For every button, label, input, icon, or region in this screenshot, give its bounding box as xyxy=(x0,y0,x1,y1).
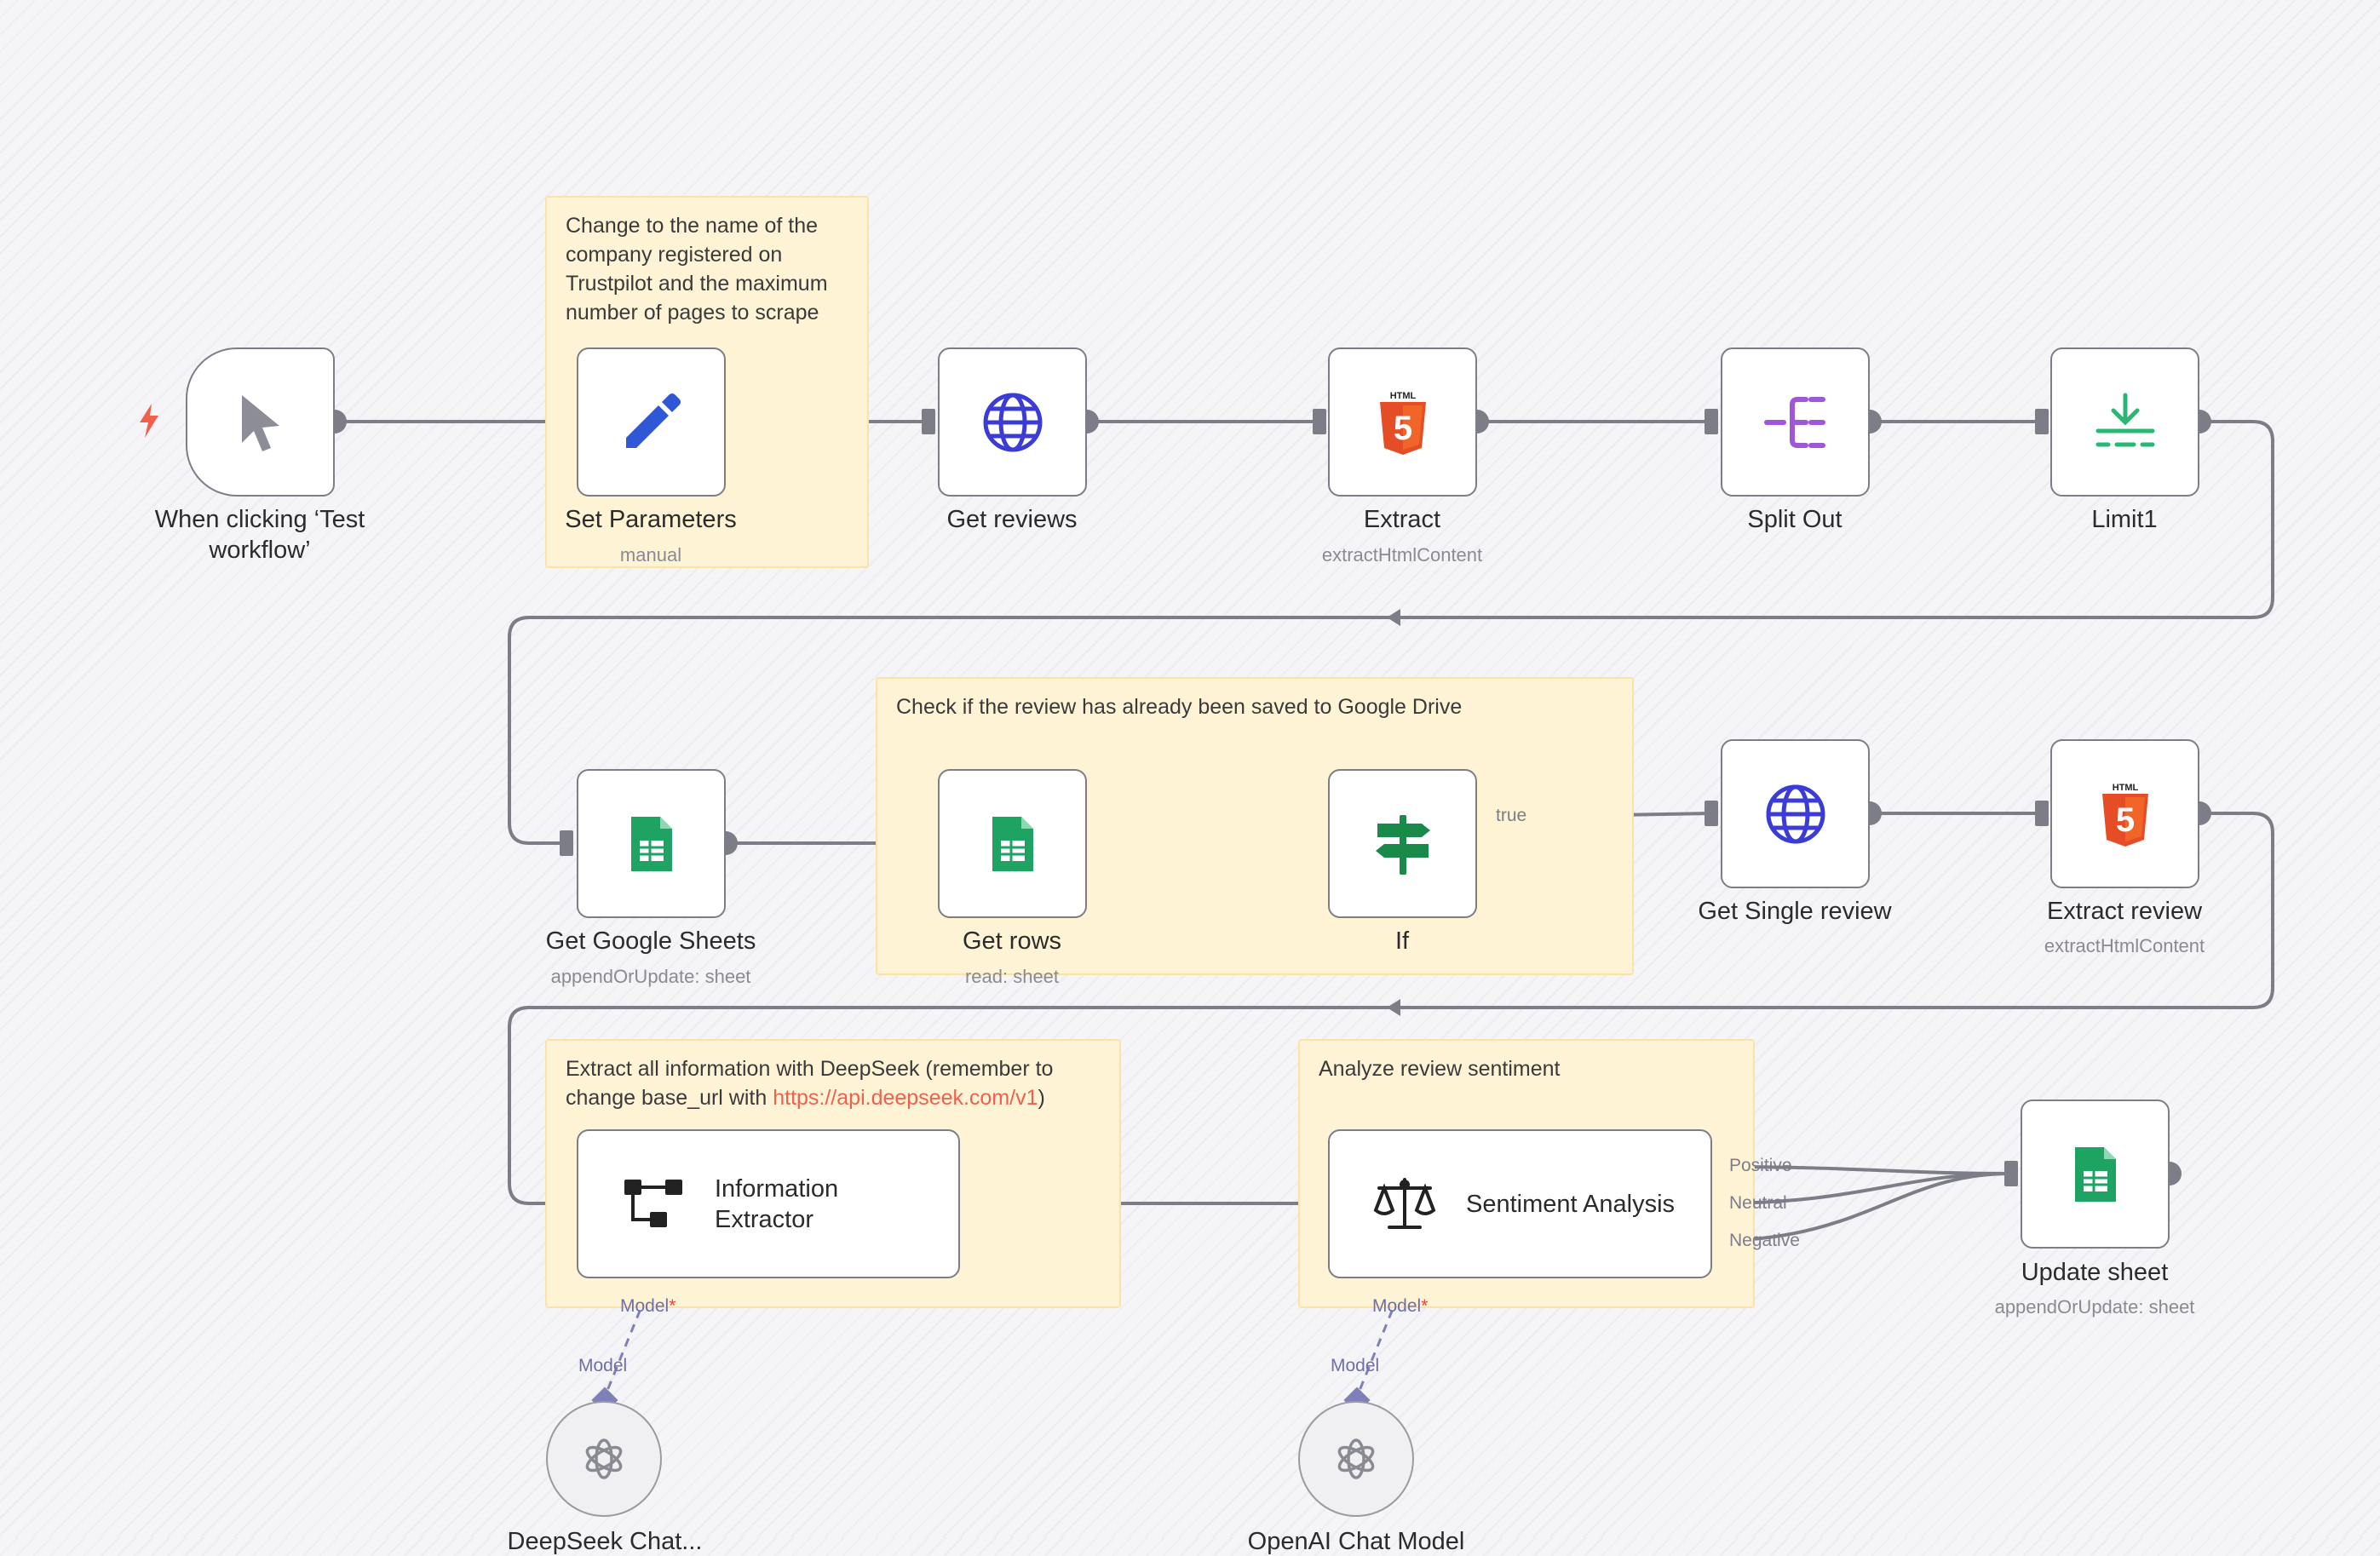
node-update-sheet-sublabel: appendOrUpdate: sheet xyxy=(1994,1296,2195,1318)
required-asterisk: * xyxy=(1421,1296,1429,1316)
hierarchy-icon xyxy=(621,1176,686,1232)
globe-icon xyxy=(980,390,1045,455)
node-get-google-sheets-sublabel: appendOrUpdate: sheet xyxy=(550,966,751,987)
node-deepseek-chat-model[interactable] xyxy=(546,1401,662,1517)
model-input-text: Model xyxy=(620,1296,670,1316)
wrap-arrow-1 xyxy=(1387,609,1400,626)
split-icon xyxy=(1763,393,1828,452)
node-get-single-review-label: Get Single review xyxy=(1698,898,1892,925)
svg-text:HTML: HTML xyxy=(2112,783,2138,793)
node-openai-chat-model-label: OpenAI Chat Model xyxy=(1247,1528,1465,1555)
input-port xyxy=(2035,801,2049,826)
node-if-label: If xyxy=(1394,927,1410,955)
node-update-sheet[interactable] xyxy=(2021,1100,2170,1249)
sticky-note-text: Check if the review has already been sav… xyxy=(896,695,1463,719)
node-split-out-label: Split Out xyxy=(1747,506,1842,533)
node-extract-review-sublabel: extractHtmlContent xyxy=(2044,935,2205,956)
model-output-label-openai: Model xyxy=(1331,1356,1380,1375)
node-get-rows-label: Get rows xyxy=(962,927,1062,955)
node-extract-sublabel: extractHtmlContent xyxy=(1321,544,1483,566)
signpost-icon xyxy=(1372,812,1434,876)
svg-text:5: 5 xyxy=(2115,801,2134,839)
input-port xyxy=(560,830,573,856)
model-output-label-deepseek: Model xyxy=(578,1356,628,1375)
node-sentiment-analysis-label: Sentiment Analysis xyxy=(1466,1190,1676,1218)
node-split-out[interactable] xyxy=(1721,347,1870,497)
input-port xyxy=(1705,409,1718,434)
limit-icon xyxy=(2093,392,2158,453)
sticky-note-text: Extract all information with DeepSeek (r… xyxy=(566,1054,1101,1112)
scale-icon xyxy=(1372,1176,1437,1232)
node-sentiment-analysis[interactable]: Sentiment Analysis xyxy=(1328,1129,1712,1278)
pencil-icon xyxy=(619,390,684,455)
node-set-parameters[interactable] xyxy=(577,347,726,497)
model-input-label-sentiment: Model* xyxy=(1372,1296,1428,1317)
required-asterisk: * xyxy=(669,1296,676,1316)
node-information-extractor[interactable]: Information Extractor xyxy=(577,1129,960,1278)
node-extract-review[interactable]: HTML 5 xyxy=(2050,739,2199,888)
openai-icon xyxy=(1331,1433,1382,1484)
model-input-text: Model xyxy=(1372,1296,1422,1316)
google-sheets-icon xyxy=(2072,1144,2119,1205)
input-port xyxy=(1313,409,1326,434)
node-extract-review-label: Extract review xyxy=(2046,898,2203,925)
node-get-single-review[interactable] xyxy=(1721,739,1870,888)
node-limit1-label: Limit1 xyxy=(2091,506,2158,533)
model-input-label-extractor: Model* xyxy=(620,1296,675,1317)
node-trigger-label: When clicking ‘Test workflow’ xyxy=(154,506,365,564)
node-get-reviews[interactable] xyxy=(938,347,1087,497)
output-label-neutral: Neutral xyxy=(1729,1193,1787,1213)
node-get-google-sheets-label: Get Google Sheets xyxy=(545,927,756,955)
output-label-positive: Positive xyxy=(1729,1156,1792,1175)
svg-text:5: 5 xyxy=(1393,410,1411,447)
input-port xyxy=(2004,1161,2018,1186)
input-port xyxy=(922,409,935,434)
input-port xyxy=(2035,409,2049,434)
node-extract[interactable]: HTML 5 xyxy=(1328,347,1477,497)
node-update-sheet-label: Update sheet xyxy=(2021,1259,2169,1286)
html5-icon: HTML 5 xyxy=(2095,780,2155,848)
cursor-icon xyxy=(233,392,288,453)
sticky-note-text: Analyze review sentiment xyxy=(1319,1057,1561,1081)
node-get-reviews-label: Get reviews xyxy=(946,506,1078,533)
node-get-google-sheets[interactable] xyxy=(577,769,726,918)
deepseek-url-link[interactable]: https://api.deepseek.com/v1 xyxy=(773,1086,1038,1110)
edge-neutral-update xyxy=(1711,1172,2011,1205)
globe-icon xyxy=(1763,782,1828,847)
node-information-extractor-label: Information Extractor xyxy=(715,1174,839,1233)
if-true-label: true xyxy=(1496,806,1527,825)
trigger-bolt-icon xyxy=(136,402,162,444)
output-label-negative: Negative xyxy=(1729,1231,1800,1250)
note-text-suffix: ) xyxy=(1038,1086,1045,1110)
node-get-rows[interactable] xyxy=(938,769,1087,918)
node-set-parameters-sublabel: manual xyxy=(619,544,682,566)
input-port xyxy=(1705,801,1718,826)
node-openai-chat-model[interactable] xyxy=(1298,1401,1414,1517)
node-if[interactable] xyxy=(1328,769,1477,918)
google-sheets-icon xyxy=(628,813,675,875)
node-set-parameters-label: Set Parameters xyxy=(565,506,737,533)
openai-icon xyxy=(578,1433,629,1484)
wrap-arrow-2 xyxy=(1387,999,1400,1016)
node-extract-label: Extract xyxy=(1363,506,1441,533)
svg-text:HTML: HTML xyxy=(1389,391,1416,401)
note-text-prefix: Extract all information with DeepSeek (r… xyxy=(566,1057,1054,1110)
node-limit1[interactable] xyxy=(2050,347,2199,497)
google-sheets-icon xyxy=(989,813,1037,875)
node-get-rows-sublabel: read: sheet xyxy=(964,966,1060,987)
node-deepseek-chat-model-label: DeepSeek Chat... xyxy=(507,1528,703,1555)
node-trigger[interactable] xyxy=(186,347,335,497)
edge-positive-update xyxy=(1711,1165,2011,1175)
edge-negative-update xyxy=(1711,1172,2011,1243)
html5-icon: HTML 5 xyxy=(1373,388,1433,456)
sticky-note-text: Change to the name of the company regist… xyxy=(566,214,828,324)
